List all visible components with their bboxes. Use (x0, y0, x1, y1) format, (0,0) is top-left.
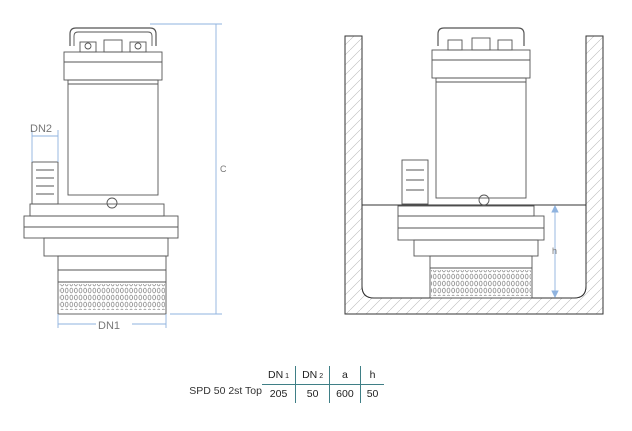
model-name: SPD 50 2st Top (189, 385, 262, 397)
header-a: a (329, 366, 361, 385)
value-h: 50 (359, 384, 385, 403)
dimension-label-c: C (220, 164, 227, 174)
header-h: h (359, 366, 385, 385)
pump-in-pit (397, 27, 545, 299)
dimension-lines-left (31, 23, 222, 328)
pump-elevation-left (23, 27, 179, 315)
dimension-label-h: h (552, 246, 557, 256)
value-dn2: 50 (295, 384, 330, 403)
pump-diagram: C DN2 DN1 h (23, 23, 604, 332)
dimension-h (551, 204, 559, 299)
dimension-label-dn2: DN2 (30, 123, 52, 135)
value-a: 600 (329, 384, 361, 403)
table-row: 205 50 600 50 (262, 384, 385, 403)
value-dn1: 205 (269, 388, 288, 400)
dimension-label-dn1: DN1 (98, 320, 120, 332)
